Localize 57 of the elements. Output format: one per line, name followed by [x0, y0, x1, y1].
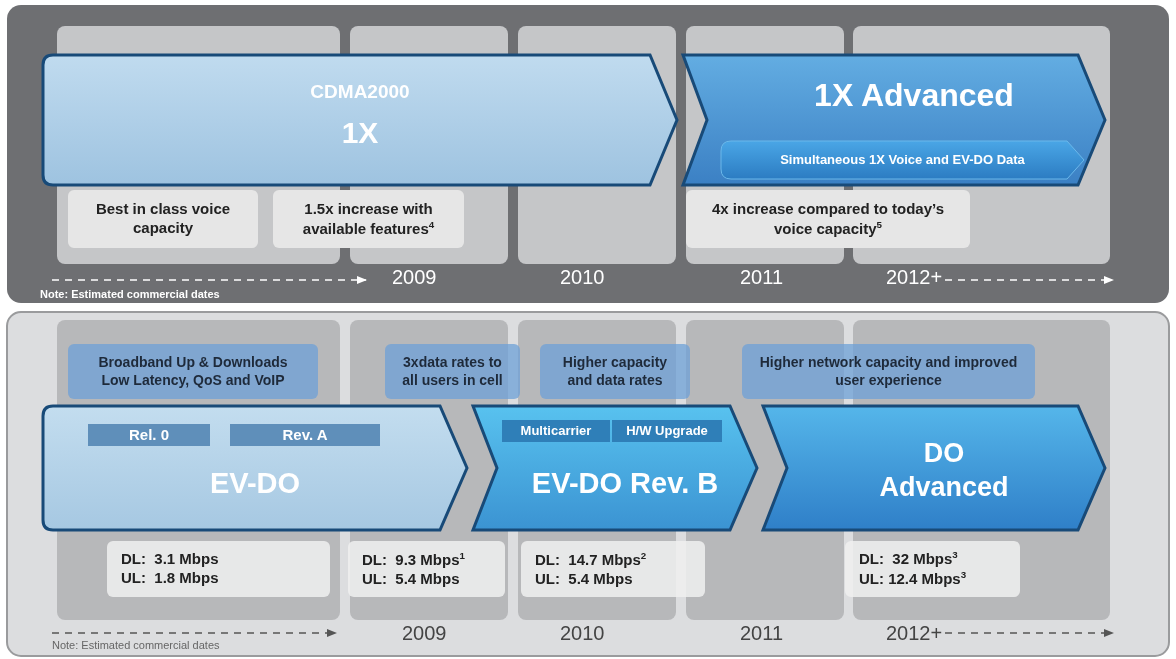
callout-text: Broadband Up & Downloads Low Latency, QoS and VoIP [97, 354, 289, 389]
year-label: 2012+ [886, 622, 943, 645]
callout-text: DL: 14.7 Mbps$^{2}$ [535, 549, 647, 570]
callout-text: 4x increase compared to today’s voice capacity$^{5}$ [710, 199, 945, 239]
callout-text: UL: 5.4 Mbps [362, 569, 460, 589]
callout-box [686, 190, 970, 248]
stage-title: 1X [341, 115, 379, 152]
band-label: Rel. 0 [129, 425, 169, 445]
year-label: 2009 [402, 622, 447, 645]
feature-bar [720, 140, 1085, 180]
year-label: 2010 [560, 266, 605, 289]
callout-box [540, 344, 690, 399]
callout-box [742, 344, 1035, 399]
band-label: H/W Upgrade [626, 422, 708, 440]
callout-text: Higher network capacity and improved user experience [758, 354, 1019, 389]
callout-text: 1.5x increase with available features$^{4}$ [301, 199, 436, 239]
callout-box [68, 344, 318, 399]
stage-title: EV-DO Rev. B [531, 465, 719, 501]
callout-box [68, 190, 258, 248]
stage-title: CDMA2000 [310, 80, 410, 105]
year-label: 2009 [392, 266, 437, 289]
release-band [88, 424, 210, 446]
callout-text: Higher capacity and data rates [561, 354, 669, 389]
release-band [230, 424, 380, 446]
chevron-shape [40, 52, 680, 188]
chevron-shape [680, 52, 1108, 188]
callout-text: DL: 9.3 Mbps$^{1}$ [362, 549, 465, 570]
stage-title: 1X Advanced [814, 76, 1014, 115]
note-text: Note: Estimated commercial dates [52, 639, 220, 651]
chevron-shape [470, 403, 760, 533]
stage-title: EV-DO [209, 465, 301, 501]
chevron-shape [760, 403, 1108, 533]
callout-box [273, 190, 464, 248]
callout-text: Best in class voice capacity [94, 200, 232, 238]
band-label: Multicarrier [520, 422, 592, 440]
callout-text: UL: 12.4 Mbps$^{3}$ [859, 569, 967, 589]
callout-text: UL: 5.4 Mbps [535, 569, 633, 589]
release-band [502, 420, 610, 442]
callout-box [107, 541, 330, 597]
chevron-shape [40, 403, 470, 533]
callout-text: 3xdata rates to all users in cell [401, 354, 504, 389]
callout-text: DL: 3.1 Mbps [121, 550, 219, 569]
release-band [612, 420, 722, 442]
callout-text: UL: 1.8 Mbps [121, 569, 219, 588]
callout-box [348, 541, 505, 597]
callout-box [845, 541, 1020, 597]
note-text: Note: Estimated commercial dates [40, 288, 220, 300]
callout-box [385, 344, 520, 399]
year-label: 2012+ [886, 266, 943, 289]
stage-title: DO Advanced [878, 436, 1010, 504]
callout-box [521, 541, 705, 597]
callout-text: Simultaneous 1X Voice and EV-DO Data [780, 151, 1025, 169]
year-label: 2010 [560, 622, 605, 645]
callout-text: DL: 32 Mbps$^{3}$ [859, 549, 958, 569]
band-label: Rev. A [282, 425, 328, 445]
year-label: 2011 [740, 622, 783, 645]
year-label: 2011 [740, 266, 783, 289]
